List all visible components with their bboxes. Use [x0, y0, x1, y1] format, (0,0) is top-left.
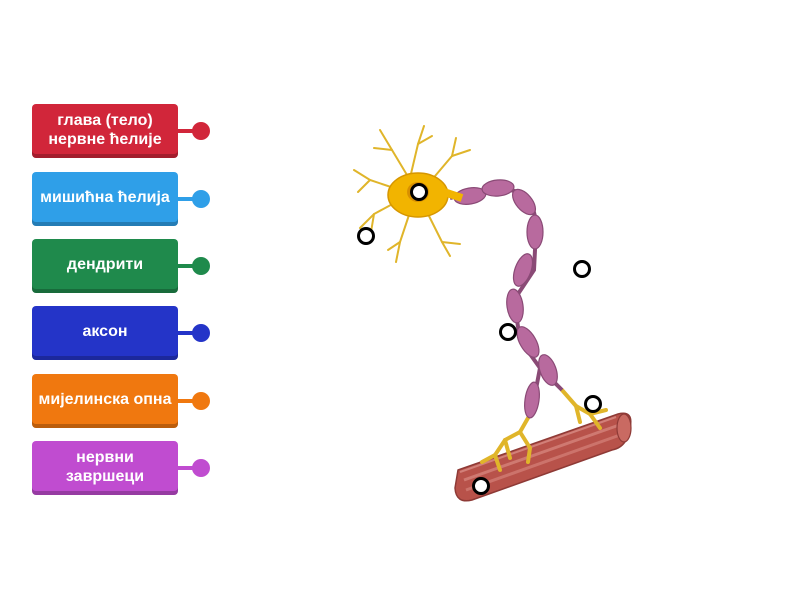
hotspot-muscle-cell[interactable]	[472, 477, 490, 495]
hotspot-cell-body[interactable]	[410, 183, 428, 201]
label-card-text: мијелинска опна	[38, 391, 172, 408]
connector-dot[interactable]	[192, 324, 210, 342]
label-card-cell-body[interactable]: глава (тело) нервне ћелије	[32, 104, 178, 158]
label-card-dendrites[interactable]: дендрити	[32, 239, 178, 293]
label-card-nerve-endings[interactable]: нервни завршеци	[32, 441, 178, 495]
hotspot-nerve-endings[interactable]	[584, 395, 602, 413]
connector-dot[interactable]	[192, 190, 210, 208]
hotspot-myelin[interactable]	[499, 323, 517, 341]
connector-line	[178, 331, 196, 335]
myelin-segments	[453, 179, 558, 419]
label-card-text: нервни завршеци	[65, 448, 145, 485]
connector-dot[interactable]	[192, 392, 210, 410]
label-card-muscle-cell[interactable]: мишићна ћелија	[32, 172, 178, 226]
hotspot-dendrites[interactable]	[357, 227, 375, 245]
connector-dot[interactable]	[192, 257, 210, 275]
neuron-illustration	[353, 125, 632, 502]
label-card-text: глава (тело) нервне ћелије	[48, 111, 162, 148]
connector-line	[178, 466, 196, 470]
connector-line	[178, 264, 196, 268]
label-card-text: дендрити	[66, 256, 144, 273]
label-card-text: аксон	[82, 323, 128, 340]
label-card-axon[interactable]: аксон	[32, 306, 178, 360]
connector-dot[interactable]	[192, 459, 210, 477]
connector-line	[178, 399, 196, 403]
connector-dot[interactable]	[192, 122, 210, 140]
muscle-fiber	[454, 412, 632, 502]
label-card-myelin-sheath[interactable]: мијелинска опна	[32, 374, 178, 428]
connector-line	[178, 197, 196, 201]
connector-line	[178, 129, 196, 133]
label-card-text: мишићна ћелија	[40, 189, 170, 206]
hotspot-right-empty[interactable]	[573, 260, 591, 278]
nerve-terminals	[480, 388, 608, 472]
